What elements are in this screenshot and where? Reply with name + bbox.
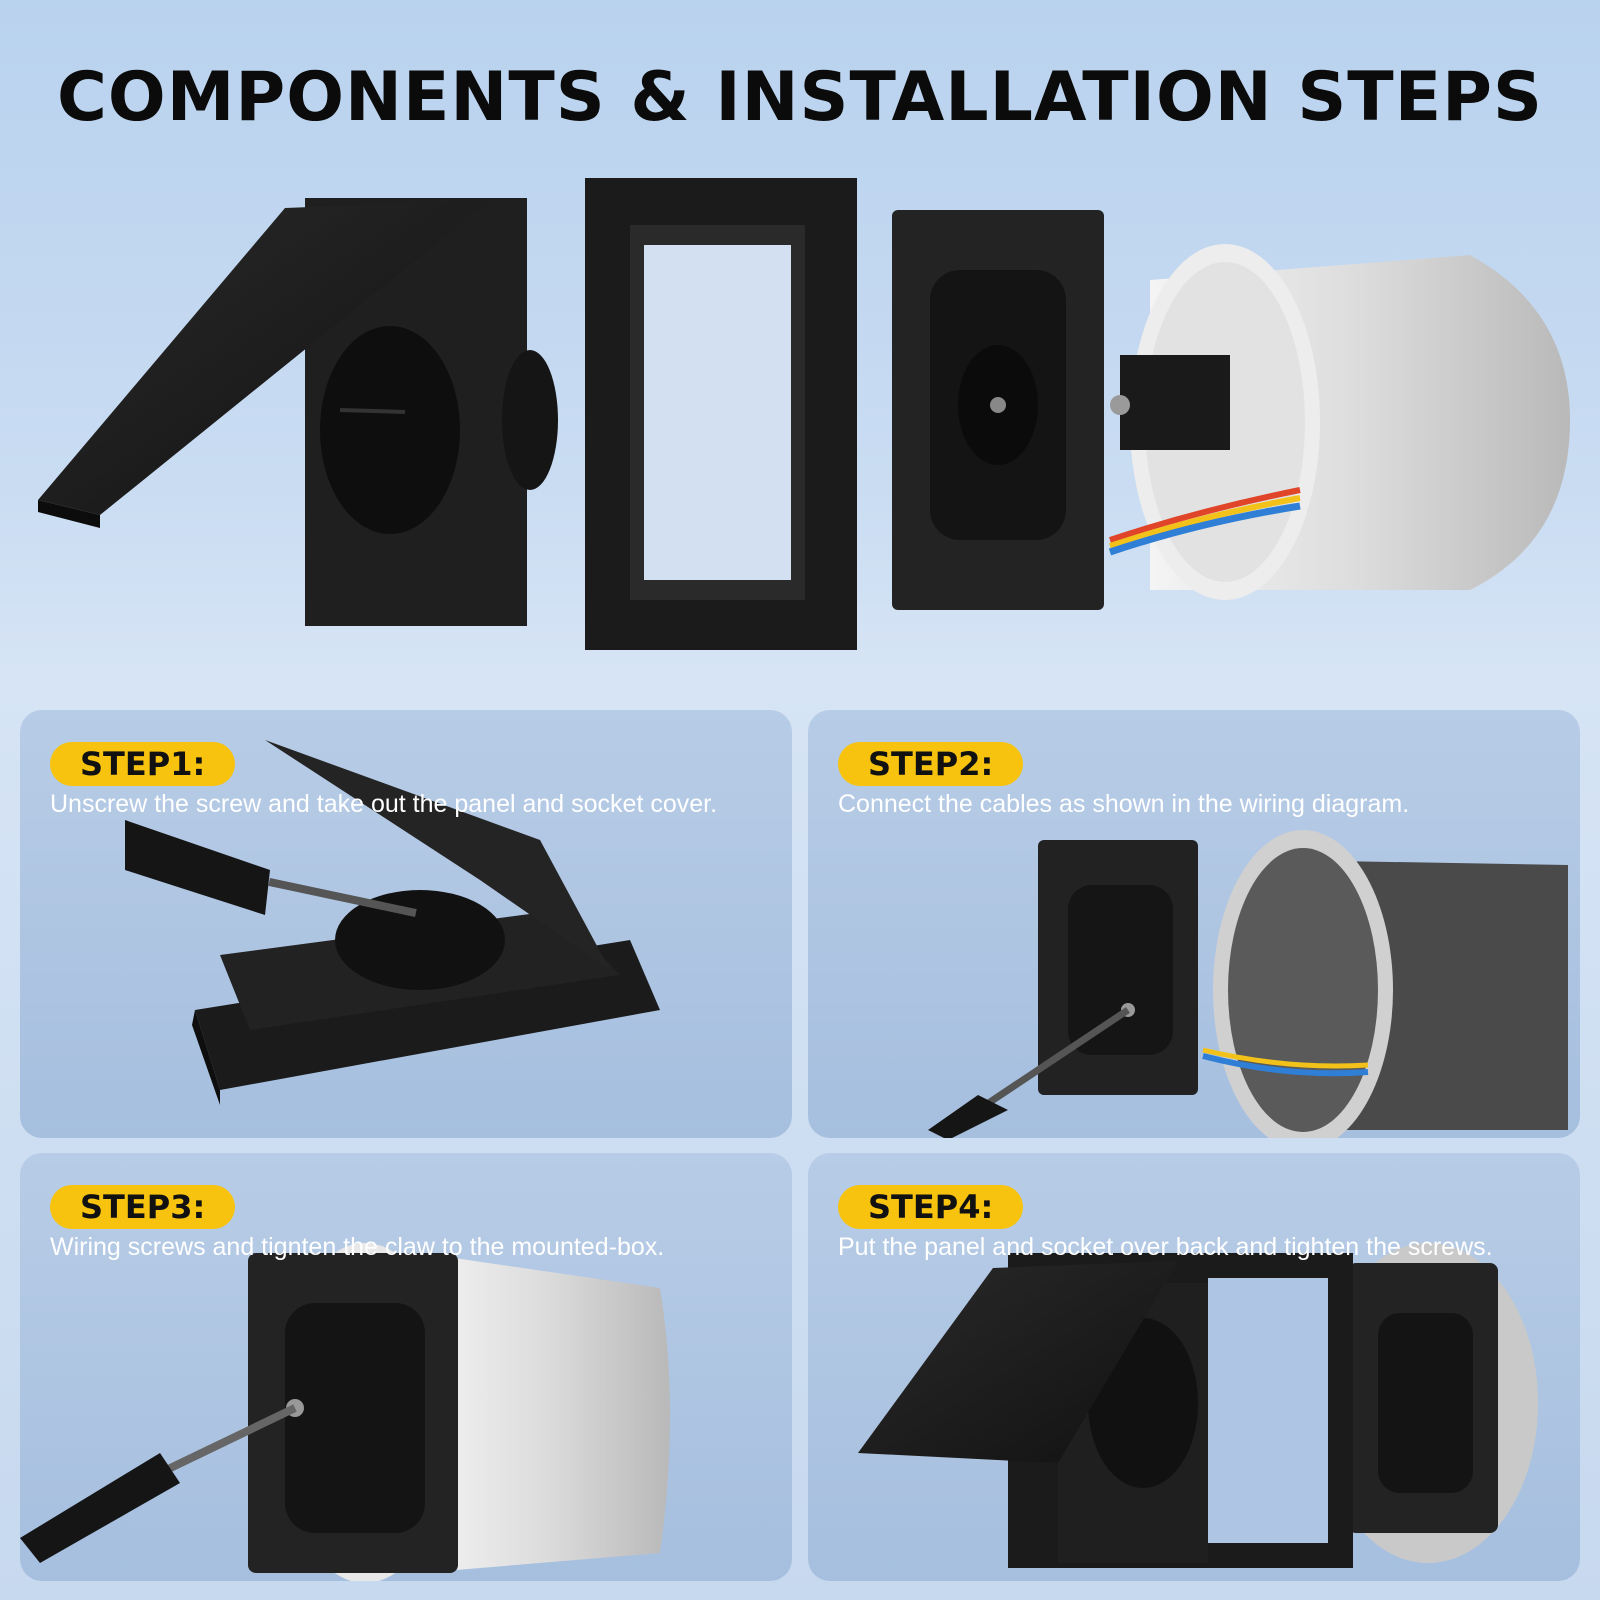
step-3-badge: STEP3: — [50, 1185, 236, 1229]
page-title: COMPONENTS & INSTALLATION STEPS — [57, 58, 1543, 137]
step-4-panel: STEP4: Put the panel and socket over bac… — [808, 1153, 1580, 1581]
step-3-illustration — [20, 1243, 670, 1581]
step-1-panel: STEP1: Unscrew the screw and take out th… — [20, 710, 792, 1138]
wire-icon — [1202, 1047, 1369, 1069]
socket-with-flip-cover-icon — [38, 198, 558, 626]
socket-insert-with-mounting-box-icon — [892, 210, 1570, 610]
step-2-badge: STEP2: — [838, 742, 1024, 786]
mounting-box-icon — [1213, 830, 1568, 1138]
socket-panel-icon — [192, 740, 660, 1105]
socket-with-flip-cover-icon — [858, 1261, 1208, 1563]
frame-icon — [585, 178, 857, 650]
step-3-panel: STEP3: Wiring screws and tignten the cla… — [20, 1153, 792, 1581]
socket-insert-icon — [1038, 840, 1198, 1095]
components-illustration — [38, 178, 1570, 650]
step-2-panel: STEP2: Connect the cables as shown in th… — [808, 710, 1580, 1138]
step-3-text: Wiring screws and tignten the claw to th… — [50, 1233, 665, 1261]
step-2-illustration — [928, 830, 1568, 1138]
screwdriver-icon — [125, 820, 417, 918]
screwdriver-icon — [20, 1404, 297, 1563]
screwdriver-icon — [928, 1007, 1130, 1138]
socket-insert-icon — [1348, 1263, 1498, 1533]
step-2-text: Connect the cables as shown in the wirin… — [838, 790, 1410, 818]
step-4-text: Put the panel and socket over back and t… — [838, 1233, 1493, 1261]
step-1-badge: STEP1: — [50, 742, 236, 786]
step-4-badge: STEP4: — [838, 1185, 1024, 1229]
step-4-illustration — [858, 1243, 1538, 1568]
step-1-illustration — [125, 740, 660, 1105]
step-1-text: Unscrew the screw and take out the panel… — [50, 790, 718, 818]
socket-insert-icon — [248, 1253, 458, 1573]
wire-icon — [1202, 1053, 1369, 1077]
